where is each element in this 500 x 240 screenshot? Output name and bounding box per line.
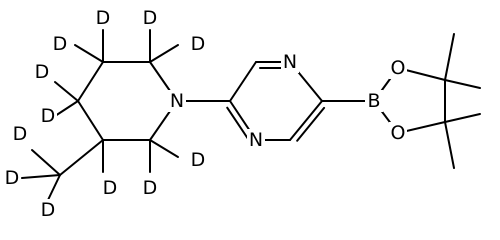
deuterium-bond-2 bbox=[74, 44, 104, 63]
atom-deuterium-5: D bbox=[35, 61, 50, 83]
bond-layer bbox=[21, 29, 481, 201]
atom-deuterium-12-background bbox=[39, 199, 57, 221]
atom-deuterium-8-background bbox=[141, 177, 159, 199]
atom-deuterium-10: D bbox=[13, 123, 28, 145]
atom-deuterium-2: D bbox=[53, 33, 68, 55]
atom-deuterium-9: D bbox=[191, 149, 206, 171]
bond-pz4-pz5 bbox=[289, 100, 323, 141]
atom-deuterium-8: D bbox=[143, 177, 158, 199]
atom-deuterium-1-background bbox=[94, 7, 112, 29]
atom-n-pyrazine-top-background bbox=[281, 51, 299, 73]
atom-deuterium-4-background bbox=[189, 33, 207, 55]
atom-b: B bbox=[367, 90, 380, 112]
atom-deuterium-10-background bbox=[11, 123, 29, 145]
atom-deuterium-7-background bbox=[101, 177, 119, 199]
deuterium-bond-12 bbox=[47, 174, 61, 201]
atom-n-pyrazine-bottom: N bbox=[249, 129, 263, 151]
atom-o-lower: O bbox=[391, 122, 406, 144]
bond-c4-c5 bbox=[77, 100, 104, 141]
methyl-bond-1 bbox=[444, 33, 455, 81]
atom-deuterium-9-background bbox=[189, 149, 207, 171]
atom-n-pyrazine-bottom-background bbox=[247, 129, 265, 151]
atom-deuterium-6-background bbox=[39, 105, 57, 127]
methyl-bond-3 bbox=[444, 113, 481, 123]
atom-deuterium-3: D bbox=[143, 7, 158, 29]
atom-deuterium-6: D bbox=[41, 105, 56, 127]
deuterium-bond-10 bbox=[31, 149, 61, 176]
atom-n-piperidine-background bbox=[168, 90, 186, 112]
atom-deuterium-2-background bbox=[51, 33, 69, 55]
atom-deuterium-11: D bbox=[5, 167, 20, 189]
methyl-bond-4 bbox=[444, 121, 455, 169]
bond-pz1-pz2 bbox=[229, 61, 257, 102]
atom-deuterium-1: D bbox=[96, 7, 111, 29]
atom-n-piperidine: N bbox=[170, 90, 184, 112]
atom-deuterium-4: D bbox=[191, 33, 206, 55]
bond-c3-c4 bbox=[77, 61, 104, 102]
atom-deuterium-11-background bbox=[3, 167, 21, 189]
atom-o-upper-background bbox=[389, 57, 407, 79]
atom-o-upper: O bbox=[391, 57, 406, 79]
atom-n-pyrazine-top: N bbox=[283, 51, 297, 73]
deuterium-bond-4 bbox=[149, 44, 179, 63]
atom-deuterium-12: D bbox=[41, 199, 56, 221]
atom-deuterium-3-background bbox=[141, 7, 159, 29]
methyl-bond-2 bbox=[444, 79, 481, 89]
double-bond-n-pz1 bbox=[226, 106, 250, 141]
bond-c5-methyl bbox=[59, 139, 104, 176]
double-bond-pz4-pz5 bbox=[296, 106, 326, 142]
deuterium-bond-11 bbox=[21, 174, 61, 179]
atom-o-lower-background bbox=[389, 122, 407, 144]
atom-deuterium-5-background bbox=[33, 61, 51, 83]
atom-b-background bbox=[365, 90, 383, 112]
deuterium-bond-5 bbox=[54, 81, 79, 102]
deuterium-bond-9 bbox=[149, 139, 179, 158]
atom-deuterium-7: D bbox=[103, 177, 118, 199]
